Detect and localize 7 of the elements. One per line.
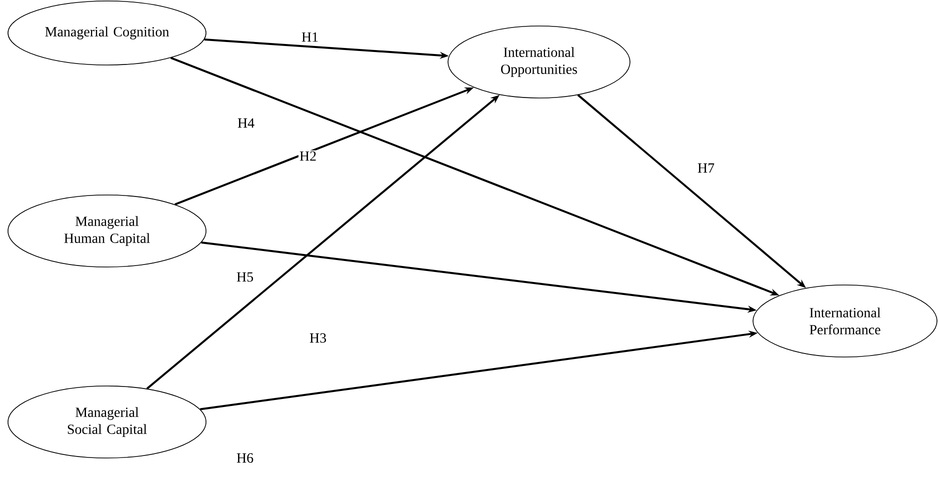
edge-label: H1 xyxy=(300,31,320,43)
edge-label: H7 xyxy=(696,162,716,174)
edge-label: H3 xyxy=(308,332,328,344)
edge-label: H2 xyxy=(298,150,318,162)
edge-label: H6 xyxy=(235,452,255,464)
edge-label: H4 xyxy=(236,117,256,129)
edge-label: H5 xyxy=(235,271,255,283)
